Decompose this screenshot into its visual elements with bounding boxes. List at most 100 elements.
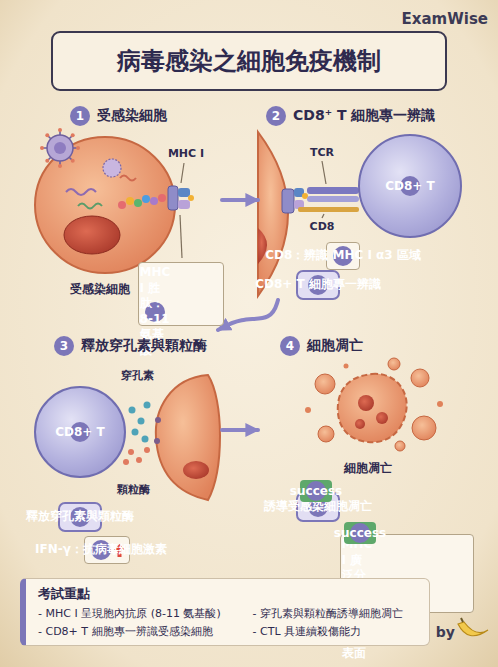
cell-label: 受感染細胞 — [70, 282, 130, 296]
node-text: CD8+ T — [70, 422, 90, 442]
recognition-drawing — [282, 189, 294, 213]
recognition-drawing — [322, 214, 324, 218]
recognition-drawing — [307, 196, 359, 202]
increase-arrow-icon — [114, 544, 125, 557]
status-badge: success — [300, 480, 332, 502]
key-point: - CD8+ T 細胞專一辨識受感染細胞 — [38, 624, 235, 639]
leader-line — [180, 215, 182, 258]
step-number: 4 — [280, 336, 300, 356]
node-text: CD8+ T — [400, 176, 420, 196]
molecule-label: CD8 — [310, 220, 335, 233]
step-number: 1 — [70, 106, 90, 126]
step-heading: 釋放穿孔素與顆粒酶 — [81, 337, 207, 355]
molecule-label: MHC I — [168, 147, 204, 160]
key-point: - 穿孔素與顆粒酶誘導細胞凋亡 — [253, 606, 417, 621]
apoptosis-drawing — [395, 441, 405, 451]
recognition-drawing — [298, 207, 359, 212]
step-panel: CD8+ T釋放穿孔素與顆粒酶IFN-γ：抗病毒細胞激素3釋放穿孔素與顆粒酶 — [14, 330, 222, 572]
step-caption-box: 釋放穿孔素與顆粒酶 — [58, 502, 102, 532]
node-text: MHC I 胜肽： 8-11 氨基酸 — [145, 302, 165, 322]
infected-cell-drawing — [66, 189, 96, 195]
leader-line — [180, 163, 184, 258]
diagram-title: 病毒感染之細胞免疫機制 — [52, 32, 446, 90]
step-number: 2 — [266, 106, 286, 126]
virus-particle — [42, 130, 78, 166]
credit-label: by — [436, 624, 455, 640]
apoptosis-drawing — [411, 369, 429, 387]
virus-particle — [40, 146, 44, 150]
node-text: CD8：辨識 MHC I α3 區域 — [333, 246, 353, 266]
apoptosis-drawing — [376, 412, 388, 424]
killing-drawing — [123, 375, 220, 500]
t-cell-circle: CD8+ T — [34, 386, 126, 478]
virus-particle — [45, 133, 49, 137]
step-heading: CD8⁺ T 細胞專一辨識 — [293, 107, 435, 125]
flow-arrow — [222, 198, 258, 202]
step-panel: MHC I 胜肽： 8-11 氨基酸1受感染細胞 — [14, 100, 222, 300]
step-header: 2 CD8⁺ T 細胞專一辨識 — [266, 106, 435, 126]
callout-box: CD8：辨識 MHC I α3 區域 — [326, 242, 360, 270]
node-text: CD8+ T 細胞專一辨識 — [308, 275, 328, 295]
key-points-heading: 考試重點 — [38, 585, 417, 603]
step-caption-box: CD8+ T 細胞專一辨識 — [296, 270, 340, 300]
apoptosis-drawing — [318, 426, 334, 442]
infected-cell-drawing — [168, 186, 178, 210]
node-text: IFN-γ：抗病毒細胞激素 — [91, 540, 111, 560]
virus-particle — [54, 142, 66, 154]
virus-particle — [71, 159, 75, 163]
apoptosis-drawing — [437, 401, 443, 407]
apoptosis-drawing — [315, 374, 335, 394]
virus-particle — [58, 164, 62, 168]
apoptosis-drawing — [358, 395, 374, 411]
apoptosis-drawing — [338, 374, 407, 442]
apoptosis-drawing — [305, 407, 311, 413]
brand-watermark: ExamWise — [402, 10, 488, 28]
virus-particle — [76, 146, 80, 150]
node-text: success — [350, 523, 370, 543]
molecule-label: 顆粒酶 — [117, 482, 150, 497]
brand-watermark: ExamWise — [402, 10, 488, 28]
recognition-drawing — [258, 228, 267, 264]
infected-cell-drawing — [120, 176, 136, 181]
apoptosis-drawing — [412, 416, 436, 440]
apoptosis-drawing — [305, 358, 443, 451]
leader-line — [181, 163, 184, 183]
infected-cell-drawing — [134, 199, 142, 207]
key-point: - MHC I 呈現胞內抗原 (8-11 氨基酸) — [38, 606, 235, 621]
step-heading: 細胞凋亡 — [307, 337, 363, 355]
infected-cell-drawing — [178, 188, 190, 197]
apoptosis-drawing — [355, 419, 365, 429]
virus-particle — [40, 128, 80, 168]
virus-particle — [58, 128, 62, 132]
killing-drawing — [155, 417, 161, 423]
killing-drawing — [123, 459, 129, 465]
node-text: success — [306, 481, 326, 501]
molecule-label: 穿孔素 — [121, 368, 154, 383]
killing-drawing — [136, 457, 142, 463]
molecule-label: TCR — [310, 146, 334, 159]
step-heading: 受感染細胞 — [97, 107, 167, 125]
status-badge: success — [344, 522, 376, 544]
recognition-drawing — [258, 132, 288, 296]
killing-drawing — [144, 447, 150, 453]
banana-icon — [458, 622, 488, 636]
killing-drawing — [138, 418, 145, 425]
recognition-drawing — [322, 161, 326, 184]
molecule-label: MHC I — [168, 147, 204, 160]
node-text: 釋放穿孔素與顆粒酶 — [70, 507, 90, 527]
infected-cell-drawing — [126, 197, 134, 205]
infected-cell-drawing — [188, 195, 194, 201]
molecule-label: CD8 — [310, 220, 335, 233]
recognition-drawing — [307, 187, 359, 194]
t-cell-circle: CD8+ T — [358, 134, 462, 238]
step-header: 3釋放穿孔素與顆粒酶 — [54, 336, 207, 356]
killing-drawing — [154, 438, 160, 444]
callout-box: IFN-γ：抗病毒細胞激素 — [84, 536, 130, 564]
molecule-label: 顆粒酶 — [117, 483, 150, 496]
infected-cell-drawing — [103, 159, 121, 177]
infected-cell-drawing — [64, 216, 120, 254]
killing-drawing — [142, 436, 149, 443]
increase-arrow-icon — [114, 544, 125, 557]
infected-cell-drawing — [150, 197, 158, 205]
